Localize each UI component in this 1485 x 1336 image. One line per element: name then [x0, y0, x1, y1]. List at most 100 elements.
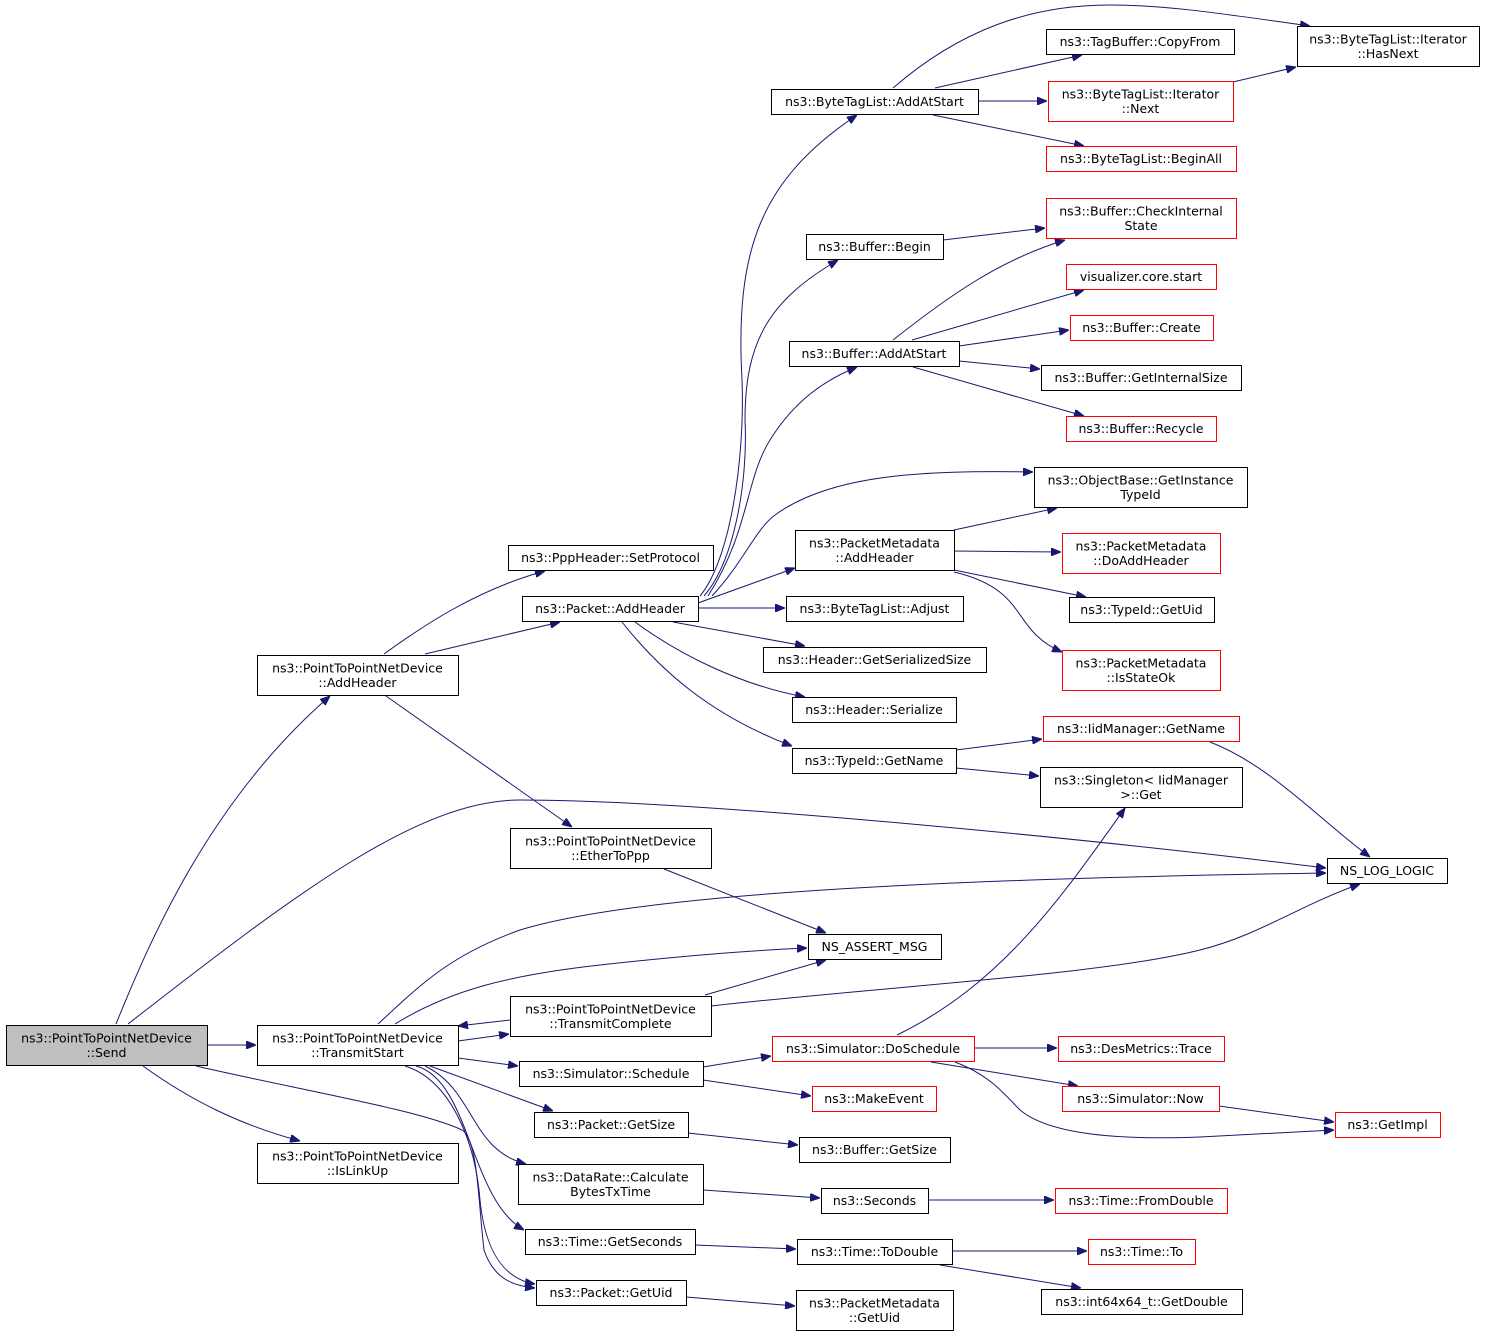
node-box-desmetrics_trace: [1058, 1036, 1225, 1062]
node-hdr_getsersize[interactable]: ns3::Header::GetSerializedSize: [763, 647, 987, 673]
edge-buf_begin-to-buf_checkinternal: [942, 228, 1045, 241]
node-buf_create[interactable]: ns3::Buffer::Create: [1070, 315, 1214, 341]
node-pm_getuid[interactable]: ns3::PacketMetadata::GetUid: [796, 1290, 954, 1331]
node-setprotocol[interactable]: ns3::PppHeader::SetProtocol: [508, 545, 714, 571]
node-label-hdr_serialize: ns3::Header::Serialize: [805, 702, 943, 717]
edge-btl_iter_next-to-btl_iter_hasnext: [1232, 67, 1296, 83]
node-box-buf_recycle: [1066, 416, 1217, 442]
node-label-islinkup-line1: ns3::PointToPointNetDevice: [272, 1148, 443, 1163]
node-ns_assert_msg[interactable]: NS_ASSERT_MSG: [808, 934, 942, 960]
node-buf_getinternalsize[interactable]: ns3::Buffer::GetInternalSize: [1041, 365, 1242, 391]
node-buf_getsize[interactable]: ns3::Buffer::GetSize: [799, 1137, 951, 1163]
node-buf_addatstart[interactable]: ns3::Buffer::AddAtStart: [789, 341, 960, 367]
edge-buf_addatstart-to-buf_getinternalsize: [958, 360, 1040, 369]
node-box-hdr_getsersize: [763, 647, 987, 673]
node-pm_isstateok[interactable]: ns3::PacketMetadata::IsStateOk: [1062, 650, 1221, 691]
node-p2p_addheader[interactable]: ns3::PointToPointNetDevice::AddHeader: [257, 655, 459, 696]
edge-buf_addatstart-to-buf_checkinternal: [892, 240, 1065, 341]
node-layer: ns3::PointToPointNetDevice::Sendns3::Poi…: [6, 26, 1480, 1331]
node-typeid_getuid[interactable]: ns3::TypeId::GetUid: [1069, 597, 1215, 623]
node-box-sim_doschedule: [772, 1036, 975, 1062]
node-pm_doaddheader[interactable]: ns3::PacketMetadata::DoAddHeader: [1062, 533, 1221, 574]
node-label-p2p_addheader-line2: ::AddHeader: [318, 675, 397, 690]
node-desmetrics_trace[interactable]: ns3::DesMetrics::Trace: [1058, 1036, 1225, 1062]
node-box-ns_assert_msg: [808, 934, 942, 960]
node-btl_iter_next[interactable]: ns3::ByteTagList::Iterator::Next: [1048, 81, 1234, 122]
node-time_todouble[interactable]: ns3::Time::ToDouble: [797, 1239, 953, 1265]
node-btl_addatstart[interactable]: ns3::ByteTagList::AddAtStart: [771, 89, 979, 115]
edge-transmitstart-to-pkt_getuid: [404, 1065, 535, 1284]
node-int64_getdouble[interactable]: ns3::int64x64_t::GetDouble: [1041, 1289, 1243, 1315]
node-label-typeid_getuid: ns3::TypeId::GetUid: [1080, 602, 1202, 617]
edge-pm_addheader-to-pm_doaddheader: [953, 551, 1061, 552]
node-iid_getname[interactable]: ns3::IidManager::GetName: [1043, 716, 1240, 742]
node-time_fromdouble[interactable]: ns3::Time::FromDouble: [1055, 1188, 1228, 1214]
node-time_to[interactable]: ns3::Time::To: [1088, 1239, 1196, 1265]
edge-pkt_addheader-to-pm_addheader: [697, 568, 795, 604]
node-buf_begin[interactable]: ns3::Buffer::Begin: [806, 234, 944, 260]
node-buf_recycle[interactable]: ns3::Buffer::Recycle: [1066, 416, 1217, 442]
edge-pm_addheader-to-ob_getinstancetypeid: [953, 508, 1057, 531]
edge-pm_addheader-to-typeid_getuid: [953, 569, 1086, 597]
node-label-buf_create: ns3::Buffer::Create: [1082, 320, 1201, 335]
node-sim_now[interactable]: ns3::Simulator::Now: [1062, 1086, 1220, 1112]
edge-iid_getname-to-ns_log_logic: [1209, 741, 1370, 857]
edge-p2p_addheader-to-ethertoppp: [385, 695, 572, 827]
node-sim_doschedule[interactable]: ns3::Simulator::DoSchedule: [772, 1036, 975, 1062]
node-btl_beginall[interactable]: ns3::ByteTagList::BeginAll: [1046, 146, 1237, 172]
edge-sim_doschedule-to-getimpl: [954, 1061, 1334, 1139]
node-schedule[interactable]: ns3::Simulator::Schedule: [519, 1061, 704, 1087]
node-pkt_addheader[interactable]: ns3::Packet::AddHeader: [522, 596, 699, 622]
node-viz_start[interactable]: visualizer.core.start: [1066, 264, 1217, 290]
node-label-btl_iter_hasnext-line2: ::HasNext: [1357, 46, 1418, 61]
node-time_getseconds[interactable]: ns3::Time::GetSeconds: [525, 1229, 696, 1255]
node-seconds[interactable]: ns3::Seconds: [821, 1188, 929, 1214]
node-label-buf_begin: ns3::Buffer::Begin: [818, 239, 931, 254]
edge-btl_addatstart-to-btl_beginall: [932, 114, 1084, 146]
edge-transmitstart-to-pkt_getsize: [429, 1065, 553, 1111]
node-label-desmetrics_trace: ns3::DesMetrics::Trace: [1070, 1041, 1212, 1056]
edge-transmitcomplete-to-transmitstart: [458, 1019, 511, 1026]
node-islinkup[interactable]: ns3::PointToPointNetDevice::IsLinkUp: [257, 1143, 459, 1184]
node-box-buf_begin: [806, 234, 944, 260]
node-typeid_getname[interactable]: ns3::TypeId::GetName: [792, 748, 957, 774]
node-label-viz_start: visualizer.core.start: [1080, 269, 1202, 284]
node-makeevent[interactable]: ns3::MakeEvent: [812, 1086, 937, 1112]
node-label-pm_getuid-line1: ns3::PacketMetadata: [809, 1295, 940, 1310]
node-box-buf_checkinternal: [1046, 198, 1237, 239]
node-box-buf_getinternalsize: [1041, 365, 1242, 391]
node-label-btl_iter_next-line2: ::Next: [1122, 101, 1160, 116]
edge-pkt_addheader-to-btl_addatstart: [699, 115, 857, 597]
edge-pkt_addheader-to-hdr_serialize: [634, 621, 805, 697]
node-hdr_serialize[interactable]: ns3::Header::Serialize: [792, 697, 957, 723]
node-transmitstart[interactable]: ns3::PointToPointNetDevice::TransmitStar…: [257, 1025, 459, 1066]
node-pkt_getuid[interactable]: ns3::Packet::GetUid: [536, 1280, 687, 1306]
node-btl_iter_hasnext[interactable]: ns3::ByteTagList::Iterator::HasNext: [1297, 26, 1480, 67]
node-box-sim_now: [1062, 1086, 1220, 1112]
node-box-ns_log_logic: [1327, 858, 1448, 884]
edge-sim_doschedule-to-sim_now: [930, 1061, 1078, 1086]
node-tagbuf_copyfrom[interactable]: ns3::TagBuffer::CopyFrom: [1046, 29, 1235, 55]
node-label-singleton_get-line1: ns3::Singleton< IidManager: [1054, 772, 1229, 787]
edge-calcbytes-to-seconds: [702, 1189, 820, 1198]
node-pm_addheader[interactable]: ns3::PacketMetadata::AddHeader: [795, 530, 955, 571]
node-label-ethertoppp-line1: ns3::PointToPointNetDevice: [525, 833, 696, 848]
node-singleton_get[interactable]: ns3::Singleton< IidManager>::Get: [1040, 767, 1243, 808]
node-label-calcbytes-line2: BytesTxTime: [570, 1184, 651, 1199]
node-label-buf_checkinternal-line1: ns3::Buffer::CheckInternal: [1059, 203, 1223, 218]
node-transmitcomplete[interactable]: ns3::PointToPointNetDevice::TransmitComp…: [510, 996, 712, 1037]
node-label-time_todouble: ns3::Time::ToDouble: [811, 1244, 939, 1259]
node-ns_log_logic[interactable]: NS_LOG_LOGIC: [1327, 858, 1448, 884]
edge-btl_addatstart-to-tagbuf_copyfrom: [934, 55, 1082, 89]
node-getimpl[interactable]: ns3::GetImpl: [1335, 1112, 1441, 1138]
node-pkt_getsize[interactable]: ns3::Packet::GetSize: [534, 1112, 689, 1138]
node-label-pkt_getuid: ns3::Packet::GetUid: [550, 1285, 673, 1300]
node-btl_adjust[interactable]: ns3::ByteTagList::Adjust: [786, 596, 964, 622]
node-label-pm_addheader-line1: ns3::PacketMetadata: [809, 535, 940, 550]
node-ethertoppp[interactable]: ns3::PointToPointNetDevice::EtherToPpp: [510, 828, 712, 869]
edge-layer: [115, 4, 1370, 1306]
